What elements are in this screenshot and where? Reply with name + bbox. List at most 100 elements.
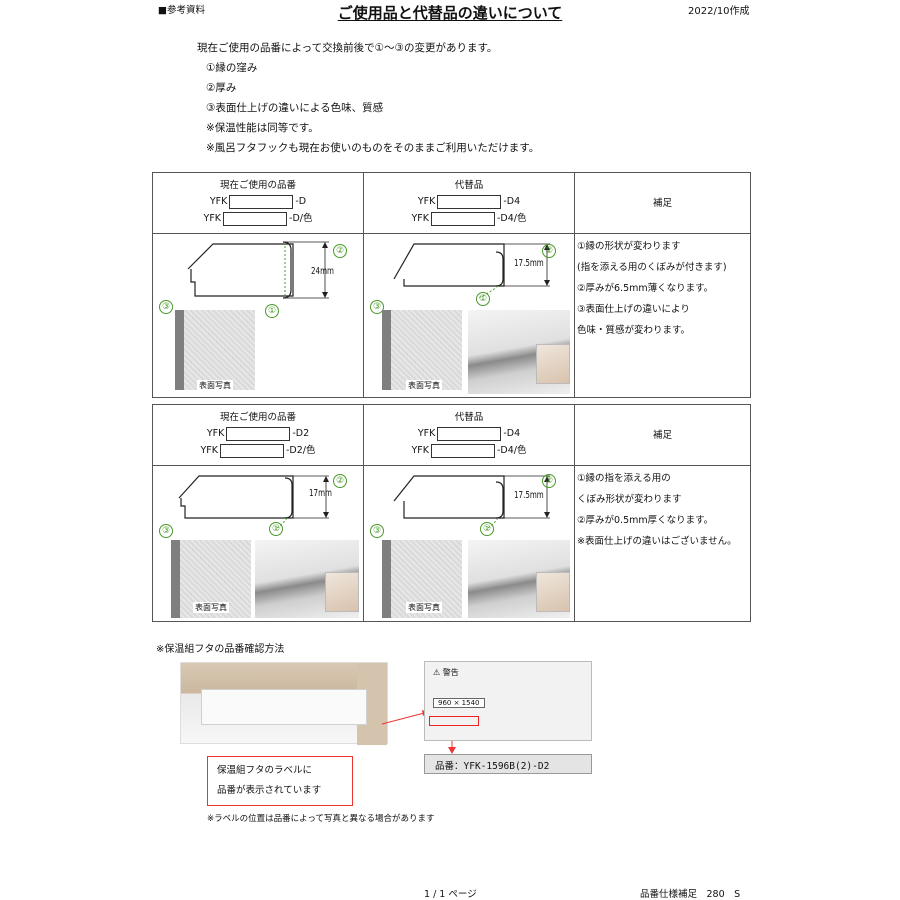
callout-line: 品番が表示されています <box>217 785 322 796</box>
note-line: ②厚みが6.5mm薄くなります。 <box>577 283 714 294</box>
note-line: (指を添える用のくぼみが付きます) <box>577 262 727 273</box>
supplement-header-cell: 補足 <box>574 404 751 466</box>
label-position-note: ※ラベルの位置は品番によって写真と異なる場合があります <box>207 814 435 824</box>
supplement-notes-cell: ①縁の形状が変わります (指を添える用のくぼみが付きます) ②厚みが6.5mm薄… <box>574 233 751 398</box>
current-header-cell: 現在ご使用の品番 YFK -D YFK -D/色 <box>152 172 364 234</box>
intro-line: ※保温性能は同等です。 <box>206 122 319 134</box>
intro-line: ①縁の窪み <box>206 62 258 74</box>
yfk-suffix: -D2 <box>292 428 310 439</box>
yfk-suffix: -D <box>295 196 307 207</box>
thickness-label: 17.5mm <box>514 490 544 501</box>
part-number-field <box>229 194 294 209</box>
marker-1: ① <box>476 292 490 306</box>
intro-line: 現在ご使用の品番によって交換前後で①～③の変更があります。 <box>197 42 498 54</box>
hand-photo-inset <box>325 572 359 612</box>
comparison-table-1: 現在ご使用の品番 YFK -D YFK -D/色 代替品 YFK -D4 YFK -D4… <box>152 172 751 398</box>
note-line: ②厚みが0.5mm厚くなります。 <box>577 515 714 526</box>
surface-photo-label: 表面写真 <box>406 602 442 613</box>
part-number-field <box>431 443 495 458</box>
surface-photo-label: 表面写真 <box>193 602 229 613</box>
replacement-header-cell: 代替品 YFK-D4 YFK-D4/色 <box>363 404 575 466</box>
intro-line: ②厚み <box>206 82 237 94</box>
surface-photo-label: 表面写真 <box>197 380 233 391</box>
marker-2: ② <box>542 474 556 488</box>
replacement-diagram-cell: 17.5mm ② ① ③ 表面写真 <box>363 233 575 398</box>
supplement-notes: ①縁の形状が変わります (指を添える用のくぼみが付きます) ②厚みが6.5mm薄… <box>575 234 750 341</box>
note-line: ※表面仕上げの違いはございません。 <box>577 536 737 547</box>
yfk-prefix: YFK <box>411 213 430 224</box>
page-title: ご使用品と代替品の違いについて <box>337 4 563 22</box>
intro-line: ※風呂フタフックも現在お使いのものをそのままご利用いただけます。 <box>206 142 540 154</box>
page-number: 1 / 1 ページ <box>424 889 477 900</box>
warning-label: ⚠ 警告 <box>433 668 459 677</box>
current-header: 現在ご使用の品番 <box>219 180 296 191</box>
part-number-field <box>437 426 502 441</box>
yfk-suffix: -D/色 <box>289 213 313 224</box>
document-code: 品番仕様補足 280 S <box>640 889 741 900</box>
hand-photo-inset <box>536 344 570 384</box>
note-line: ①縁の指を添える用の <box>577 473 671 484</box>
comparison-table-2: 現在ご使用の品番 YFK-D2 YFK-D2/色 代替品 YFK-D4 YFK-… <box>152 404 751 622</box>
yfk-suffix: -D4 <box>503 428 521 439</box>
supplement-notes: ①縁の指を添える用の くぼみ形状が変わります ②厚みが0.5mm厚くなります。 … <box>575 466 750 552</box>
callout-line: 保温組フタのラベルに <box>217 765 313 776</box>
intro-text: 現在ご使用の品番によって交換前後で①～③の変更があります。 ①縁の窪み ②厚み … <box>197 38 539 158</box>
surface-photo <box>382 310 462 390</box>
yfk-suffix: -D2/色 <box>286 445 316 456</box>
callout-box: 保温組フタのラベルに 品番が表示されています <box>207 756 353 806</box>
thickness-label: 17mm <box>309 488 332 499</box>
label-photo: ⚠ 警告 960 × 1540 <box>424 661 592 741</box>
reference-label: ■参考資料 <box>158 5 205 16</box>
current-diagram-cell: 17mm ② ① ③ 表面写真 <box>152 465 364 622</box>
marker-1: ① <box>265 304 279 318</box>
yfk-prefix: YFK <box>411 445 430 456</box>
current-diagram-cell: 24mm ② ① ③ 表面写真 <box>152 233 364 398</box>
part-number-field <box>431 211 495 226</box>
edge-profile-diagram <box>178 475 329 529</box>
marker-2: ② <box>333 474 347 488</box>
confirm-method-title: ※保温組フタの品番確認方法 <box>156 644 285 655</box>
surface-photo <box>175 310 255 390</box>
size-label: 960 × 1540 <box>433 698 485 708</box>
supplement-header: 補足 <box>652 430 672 441</box>
note-line: ③表面仕上げの違いにより <box>577 304 690 315</box>
part-number-field <box>437 194 502 209</box>
marker-1: ① <box>480 522 494 536</box>
part-number-field <box>220 443 284 458</box>
thickness-label: 17.5mm <box>514 258 544 269</box>
marker-1: ① <box>269 522 283 536</box>
part-number-label: 品番：YFK-1596B(2)-D2 <box>424 754 592 774</box>
replacement-diagram-cell: 17.5mm ② ① ③ 表面写真 <box>363 465 575 622</box>
replacement-header: 代替品 <box>454 180 484 191</box>
intro-line: ③表面仕上げの違いによる色味、質感 <box>206 102 384 114</box>
yfk-prefix: YFK <box>200 445 219 456</box>
yfk-prefix: YFK <box>203 213 222 224</box>
marker-2: ② <box>542 244 556 258</box>
replacement-header: 代替品 <box>454 412 484 423</box>
hand-photo-inset <box>536 572 570 612</box>
current-header-cell: 現在ご使用の品番 YFK-D2 YFK-D2/色 <box>152 404 364 466</box>
replacement-header-cell: 代替品 YFK -D4 YFK -D4/色 <box>363 172 575 234</box>
surface-photo-label: 表面写真 <box>406 380 442 391</box>
yfk-suffix: -D4/色 <box>497 213 527 224</box>
edge-profile-diagram <box>393 475 550 529</box>
note-line: 色味・質感が変わります。 <box>577 325 691 336</box>
part-number-field <box>226 426 291 441</box>
marker-3: ③ <box>370 524 384 538</box>
current-header: 現在ご使用の品番 <box>219 412 296 423</box>
thickness-label: 24mm <box>311 266 334 277</box>
created-date: 2022/10作成 <box>688 6 750 17</box>
supplement-header: 補足 <box>652 198 672 209</box>
yfk-prefix: YFK <box>209 196 228 207</box>
edge-profile-diagram <box>187 241 329 299</box>
supplement-header-cell: 補足 <box>574 172 751 234</box>
bathtub-photo <box>180 662 388 745</box>
marker-3: ③ <box>370 300 384 314</box>
yfk-prefix: YFK <box>417 196 436 207</box>
yfk-prefix: YFK <box>417 428 436 439</box>
supplement-notes-cell: ①縁の指を添える用の くぼみ形状が変わります ②厚みが0.5mm厚くなります。 … <box>574 465 751 622</box>
yfk-suffix: -D4 <box>503 196 521 207</box>
bath-lid <box>201 689 367 725</box>
marker-2: ② <box>333 244 347 258</box>
label-highlight <box>429 716 479 726</box>
